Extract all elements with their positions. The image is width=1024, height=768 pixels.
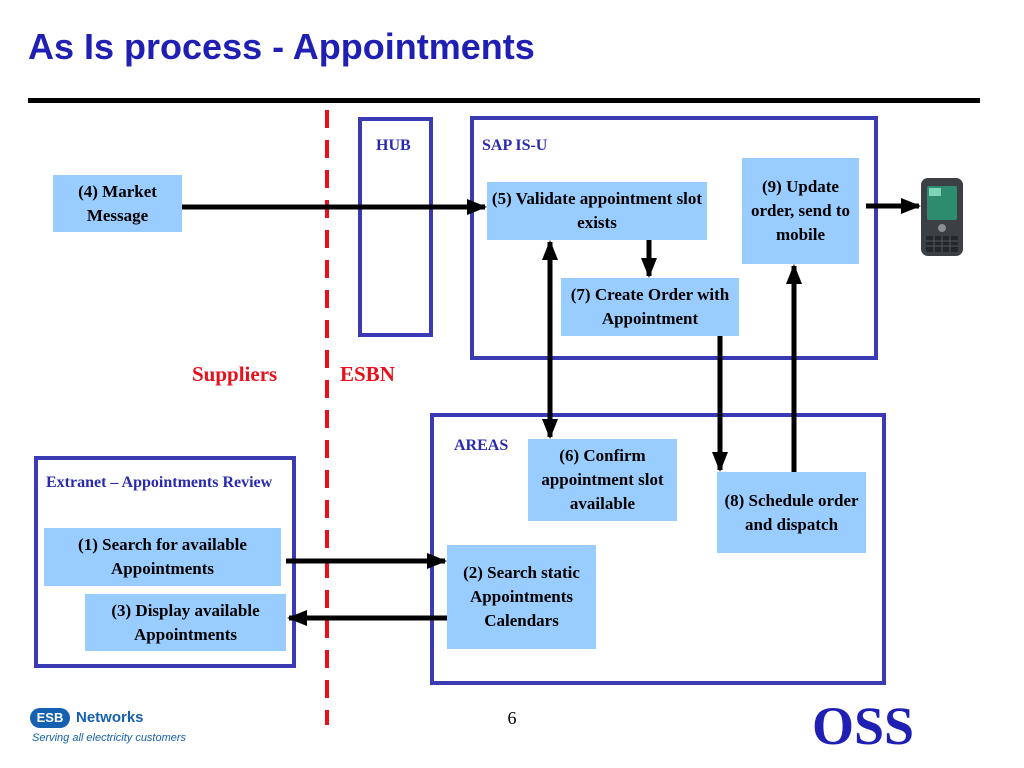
areas-container (430, 413, 886, 685)
page-number: 6 (507, 708, 517, 728)
step-3-display-box: (3) Display available Appointments (85, 594, 286, 651)
hub-container (358, 117, 433, 337)
esbn-label: ESBN (340, 362, 395, 386)
oss-brand: OSS (812, 696, 915, 756)
suppliers-label: Suppliers (192, 362, 278, 386)
logo-name: Networks (76, 709, 144, 726)
step-4-market-message-box: (4) Market Message (53, 175, 182, 232)
step-8-schedule-box: (8) Schedule order and dispatch (717, 472, 866, 553)
step-6-confirm-box: (6) Confirm appointment slot available (528, 439, 677, 521)
page-title: As Is process - Appointments (28, 26, 535, 67)
title-rule (28, 98, 980, 103)
step-5-validate-box: (5) Validate appointment slot exists (487, 182, 707, 240)
logo-tagline: Serving all electricity customers (32, 732, 187, 744)
esb-networks-logo: ESB Networks Serving all electricity cus… (30, 706, 220, 750)
sap-label: SAP IS-U (482, 137, 548, 154)
step-7-create-order-box: (7) Create Order with Appointment (561, 278, 739, 336)
step-2-search-calendars-box: (2) Search static Appointments Calendars (447, 545, 596, 649)
step-1-search-box: (1) Search for available Appointments (44, 528, 281, 586)
esb-logo-mark: ESB (30, 708, 70, 728)
hub-label: HUB (376, 137, 411, 154)
extranet-label: Extranet – Appointments Review (46, 474, 273, 491)
mobile-handheld-icon (921, 178, 963, 256)
sap-container (470, 116, 878, 360)
step-9-update-order-box: (9) Update order, send to mobile (742, 158, 859, 264)
areas-label: AREAS (454, 437, 509, 454)
